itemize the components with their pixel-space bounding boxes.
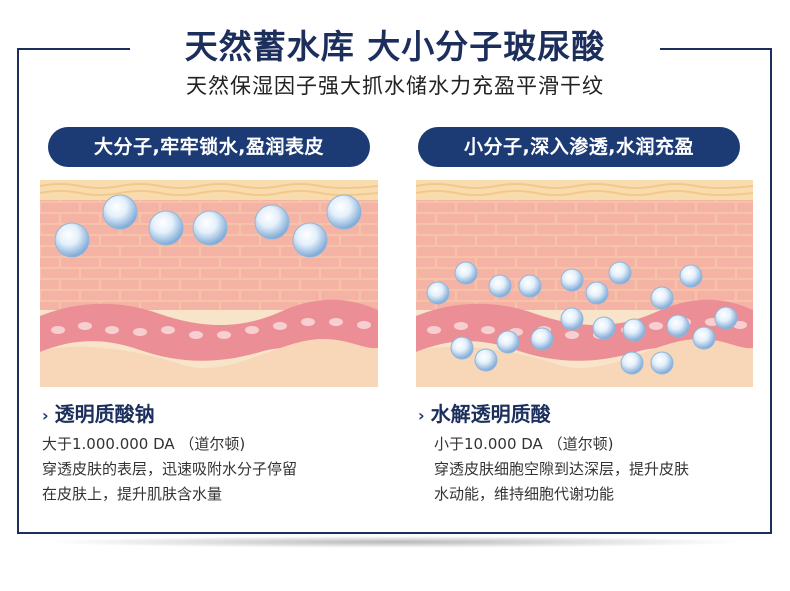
left-pill: 大分子,牢牢锁水,盈润表皮 [48,127,370,167]
right-desc-line-1: 小于10.000 DA （道尔顿) [434,435,614,453]
large-molecule-skin-illustration [40,180,378,387]
water-droplet-icon [54,194,362,258]
left-desc-line-2: 穿透皮肤的表层，迅速吸附水分子停留 [42,460,298,478]
chevron-right-icon: › [42,406,49,425]
left-desc-line-1: 大于1.000.000 DA （道尔顿) [42,435,246,453]
left-ingredient-name: 透明质酸钠 [54,402,155,426]
water-droplet-icon [426,261,738,375]
right-ingredient-name: 水解透明质酸 [430,402,551,426]
right-pill: 小分子,深入渗透,水润充盈 [418,127,740,167]
right-desc-line-2: 穿透皮肤细胞空隙到达深层，提升皮肤 [434,460,690,478]
frame-shadow [40,536,750,548]
left-ingredient-heading: › 透明质酸钠 [42,398,155,427]
right-ingredient-heading: › 水解透明质酸 [418,398,551,427]
right-desc-line-3: 水动能，维持细胞代谢功能 [434,485,615,503]
small-molecule-skin-illustration [416,180,753,387]
title-box: 天然蓄水库 大小分子玻尿酸 [130,24,660,72]
page-subtitle: 天然保湿因子强大抓水储水力充盈平滑干纹 [186,74,604,98]
chevron-right-icon: › [418,406,425,425]
left-desc-line-3: 在皮肤上，提升肌肤含水量 [42,485,223,503]
page-title: 天然蓄水库 大小分子玻尿酸 [184,27,606,66]
